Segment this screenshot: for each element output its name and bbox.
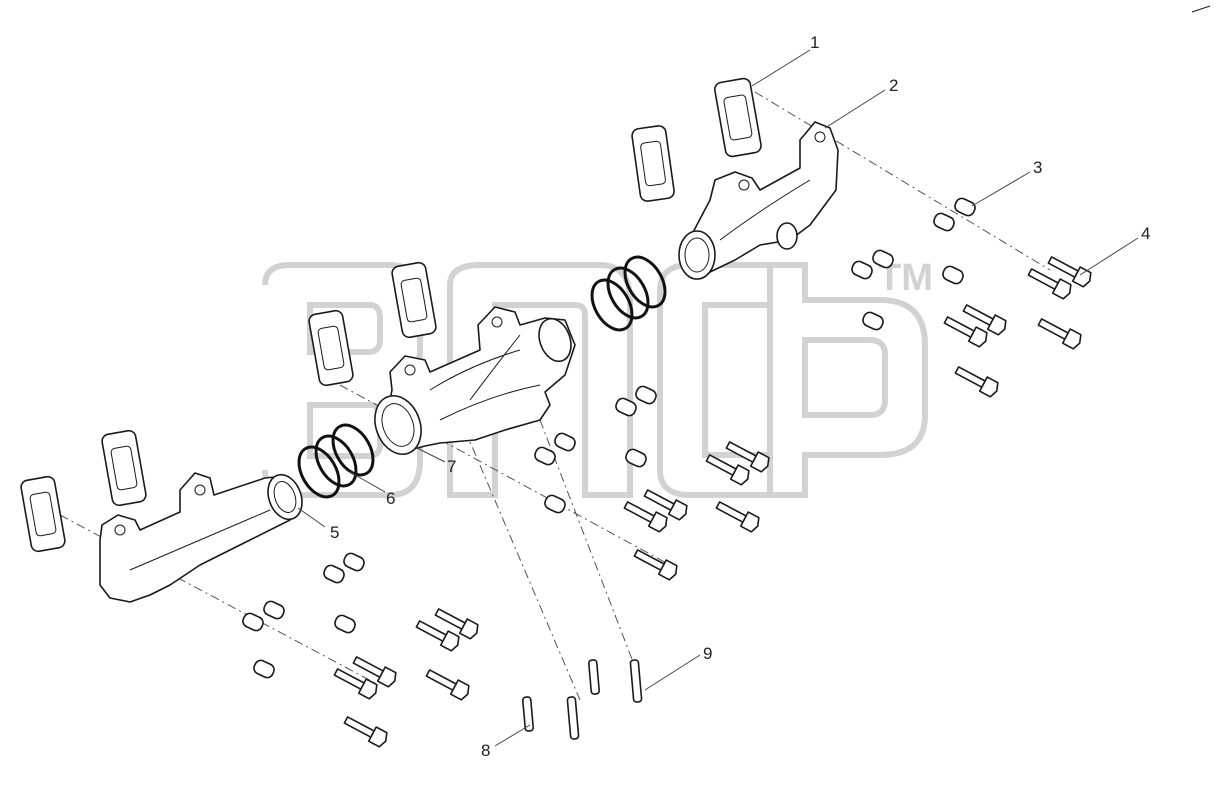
- callout-7: 7: [447, 457, 456, 476]
- callout-2: 2: [889, 76, 898, 95]
- gasket: [101, 429, 147, 507]
- callout-leaders: [297, 49, 1139, 747]
- gasket: [391, 261, 437, 339]
- o-ring-set-upper: [590, 255, 667, 332]
- gasket: [20, 475, 66, 553]
- studs: [521, 659, 643, 740]
- alignment-lines: [59, 91, 1051, 701]
- callout-5: 5: [330, 523, 339, 542]
- manifold-section-part-5: [99, 472, 303, 603]
- manifold-section-part-7: [374, 306, 576, 455]
- gasket: [308, 309, 354, 387]
- callout-4: 4: [1141, 224, 1150, 243]
- watermark-logo: TM: [262, 257, 933, 498]
- callout-labels: 1 2 3 4 5 6 7 8 9: [330, 33, 1150, 760]
- gasket-part-1: [713, 77, 762, 158]
- callout-8: 8: [481, 741, 490, 760]
- callout-1: 1: [810, 33, 819, 52]
- callout-6: 6: [386, 489, 395, 508]
- flange-bolts: [333, 256, 1092, 748]
- callout-9: 9: [703, 644, 712, 663]
- callout-3: 3: [1033, 158, 1042, 177]
- manifold-section-part-2: [678, 121, 839, 280]
- gasket: [631, 125, 675, 202]
- o-ring-set-part-6: [297, 423, 375, 499]
- spacer-sleeves: [242, 197, 976, 679]
- corner-mark: [1191, 5, 1211, 13]
